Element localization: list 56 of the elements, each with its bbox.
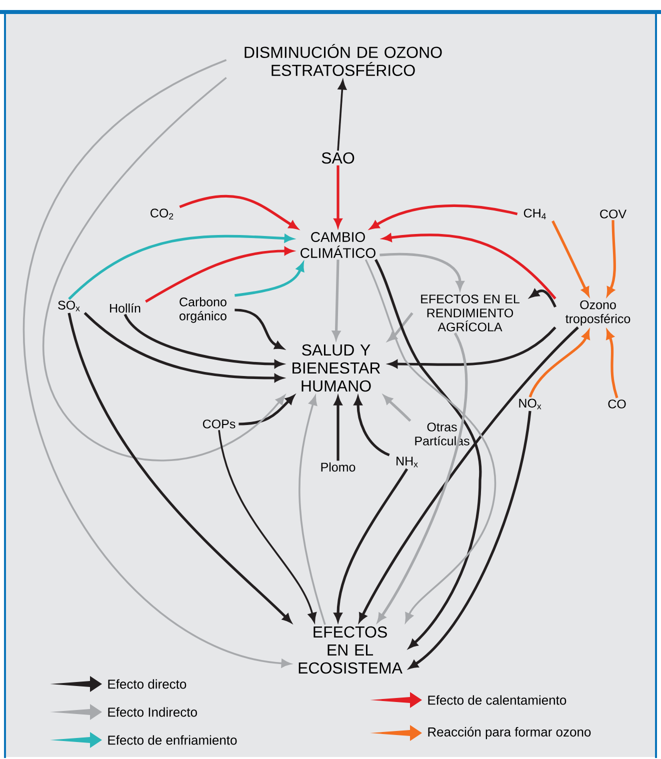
node-label: SO$_{x}$ xyxy=(58,300,80,312)
node-label: COV xyxy=(600,210,626,218)
arrow xyxy=(218,430,316,622)
legend-label: Reacción para formar ozono xyxy=(428,726,591,740)
arrow xyxy=(382,234,556,300)
node-label: Hollín xyxy=(110,303,140,313)
node-label: Carbono orgánico xyxy=(180,297,226,323)
node-label: CAMBIO CLIMÁTICO xyxy=(300,232,376,258)
arrow xyxy=(374,259,482,648)
node-label: DISMINUCIÓN DE OZONO ESTRATOSFÉRICO xyxy=(244,44,442,76)
node-label: CO xyxy=(608,400,626,408)
arrow xyxy=(552,220,590,296)
arrow xyxy=(43,77,286,461)
node-label: EFECTOS EN EL RENDIMIENTO AGRÍCOLA xyxy=(421,294,520,332)
node-label: NO$_{x}$ xyxy=(519,398,542,410)
node-label: EFECTOS EN EL ECOSISTEMA xyxy=(298,626,402,674)
arrow xyxy=(384,395,412,422)
arrow xyxy=(68,234,294,300)
arrow xyxy=(530,289,556,308)
arrow xyxy=(388,312,414,342)
arrow xyxy=(606,220,616,296)
node-label: SALUD Y BIENESTAR HUMANO xyxy=(292,344,380,392)
arrow xyxy=(298,396,326,625)
node-label: Otras Partículas xyxy=(415,422,470,446)
arrow xyxy=(380,252,464,290)
arrow xyxy=(364,259,496,622)
arrow xyxy=(606,330,618,398)
arrow xyxy=(238,395,294,426)
legend-label: Efecto directo xyxy=(108,679,186,689)
node-label: NH$_{x}$ xyxy=(396,456,418,468)
arrow xyxy=(84,312,284,382)
node-label: Ozono troposférico xyxy=(566,300,630,326)
arrow xyxy=(124,314,284,368)
arrow xyxy=(334,468,408,622)
arrow xyxy=(234,308,284,350)
arrow xyxy=(409,410,532,669)
arrow xyxy=(334,396,342,461)
legend-label: Efecto de calentamiento xyxy=(428,695,566,705)
arrow xyxy=(377,332,468,622)
arrow xyxy=(354,396,390,456)
arrow xyxy=(337,80,346,151)
arrow xyxy=(528,330,590,398)
arrow xyxy=(179,194,298,230)
legend-label: Efecto Indirecto xyxy=(108,707,197,717)
arrow xyxy=(68,312,292,623)
arrow xyxy=(23,59,291,668)
node-label: COPs xyxy=(202,420,236,428)
arrow xyxy=(370,204,518,230)
legend-label: Efecto de enfriamiento xyxy=(108,735,237,745)
arrow xyxy=(358,326,579,622)
node-label: SAO xyxy=(322,152,354,164)
node-label: CH$_{4}$ xyxy=(524,208,546,220)
arrow xyxy=(332,260,340,340)
node-label: CO$_{2}$ xyxy=(150,208,174,220)
node-label: Plomo xyxy=(321,462,356,472)
arrow xyxy=(334,165,342,228)
